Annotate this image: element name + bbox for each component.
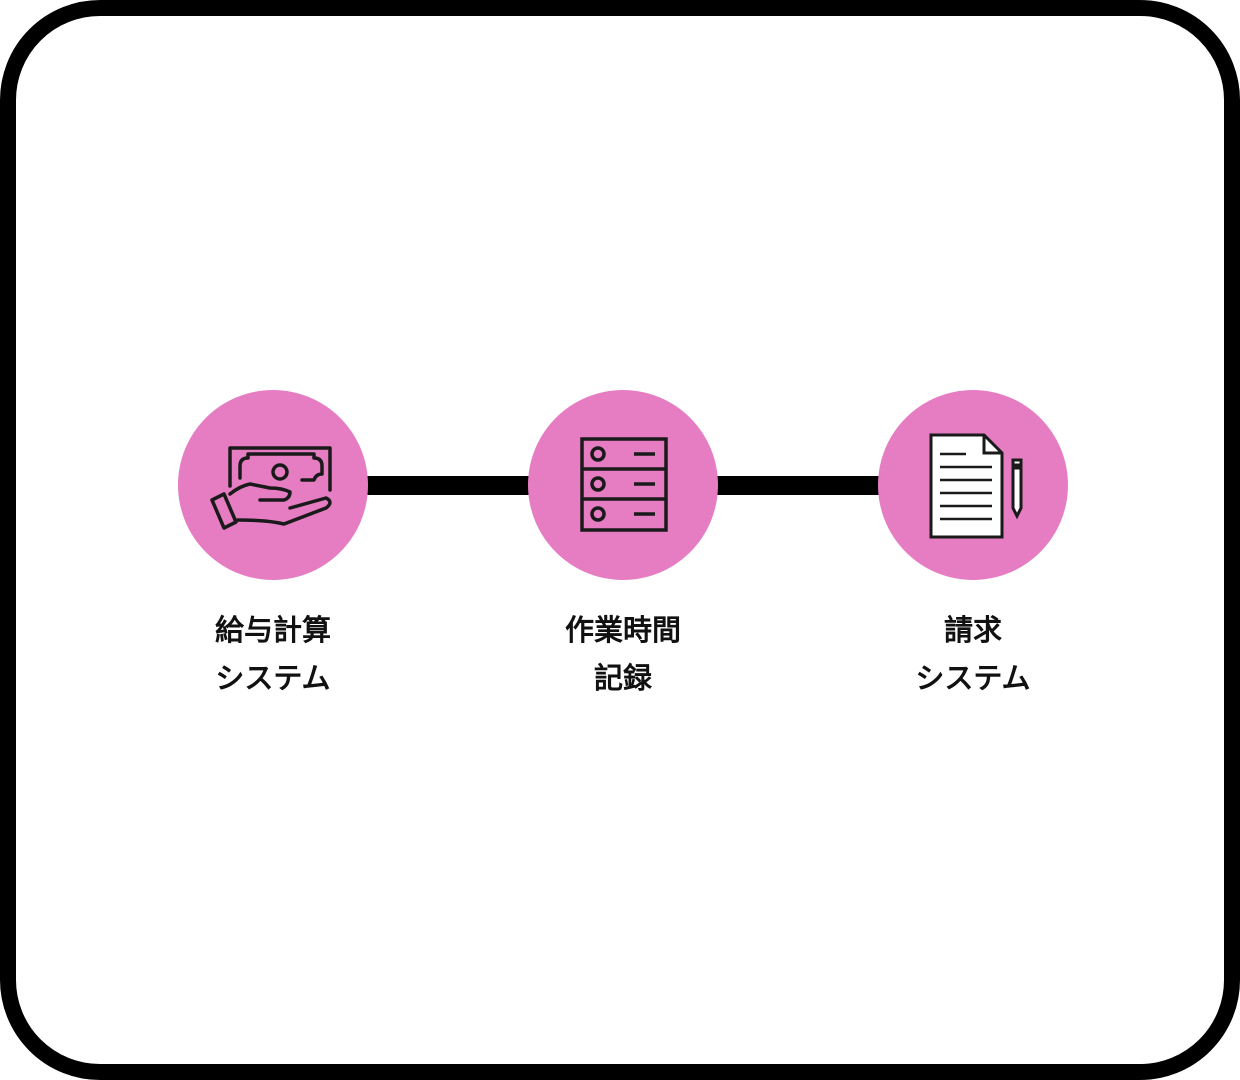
server-icon: [580, 437, 668, 532]
label-line: 給与計算: [214, 613, 331, 647]
node-label-payroll: 給与計算 システム: [143, 606, 403, 702]
money-in-hand-icon: [210, 446, 332, 530]
label-line: 作業時間: [564, 613, 681, 647]
label-line: システム: [915, 661, 1031, 695]
node-billing: [878, 390, 1068, 580]
node-label-time-tracking: 作業時間 記録: [493, 606, 753, 702]
connector-line-2: [716, 476, 882, 495]
label-line: 記録: [593, 661, 652, 695]
connector-line-1: [366, 476, 532, 495]
document-pen-icon: [929, 433, 1023, 539]
node-time-tracking: [528, 390, 718, 580]
node-label-billing: 請求 システム: [843, 606, 1103, 702]
label-line: 請求: [943, 613, 1002, 647]
label-line: システム: [215, 661, 331, 695]
node-payroll: [178, 390, 368, 580]
